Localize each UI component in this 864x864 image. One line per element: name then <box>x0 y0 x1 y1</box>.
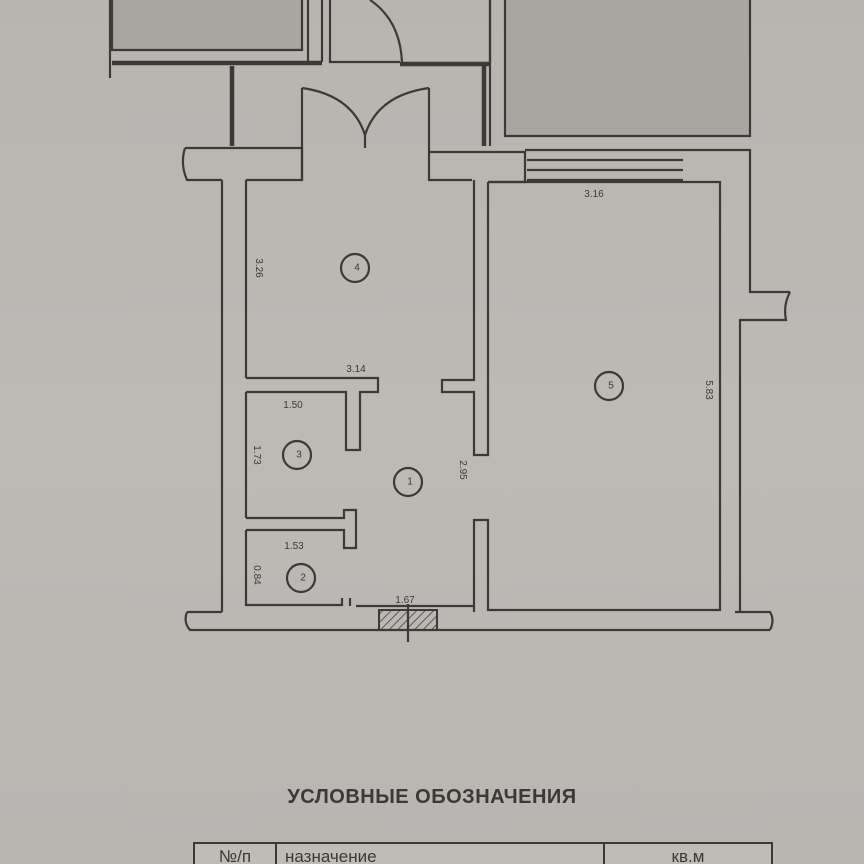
room-marker-2: 2 <box>285 562 317 594</box>
dim-room3-width: 1.50 <box>283 400 303 411</box>
dim-room3-height: 1.73 <box>251 445 262 465</box>
svg-text:5: 5 <box>608 381 614 392</box>
double-door-entrance <box>300 86 431 180</box>
legend-col-area: кв.м <box>671 847 705 864</box>
room-marker-1: 1 <box>392 466 424 498</box>
neighbor-block-top-right <box>488 0 752 146</box>
legend-title: УСЛОВНЫЕ ОБОЗНАЧЕНИЯ <box>287 786 577 808</box>
room-marker-5: 5 <box>593 370 625 402</box>
dim-room5-height: 5.83 <box>703 380 714 400</box>
dim-room2-width: 1.53 <box>284 541 304 552</box>
svg-text:4: 4 <box>354 263 360 274</box>
legend-table: №/п назначение кв.м <box>193 842 773 864</box>
svg-text:3: 3 <box>296 450 302 461</box>
dim-entry-width: 1.67 <box>395 595 415 606</box>
dim-room4-height: 3.26 <box>253 258 264 278</box>
dim-room2-height: 0.84 <box>251 565 262 585</box>
dim-room1-height: 2.95 <box>457 460 468 480</box>
legend-col-purpose: назначение <box>277 844 605 864</box>
legend-col-number: №/п <box>195 844 277 864</box>
neighbor-block-top-left <box>108 0 324 78</box>
svg-text:2: 2 <box>300 573 306 584</box>
room-marker-4: 4 <box>339 252 371 284</box>
room-marker-3: 3 <box>281 439 313 471</box>
dim-room5-width: 3.16 <box>584 189 604 200</box>
dim-room4-width: 3.14 <box>346 364 366 375</box>
svg-text:1: 1 <box>407 477 413 488</box>
walls <box>181 146 791 632</box>
door-top-single <box>328 0 492 67</box>
entry-threshold-hatched <box>378 604 438 642</box>
